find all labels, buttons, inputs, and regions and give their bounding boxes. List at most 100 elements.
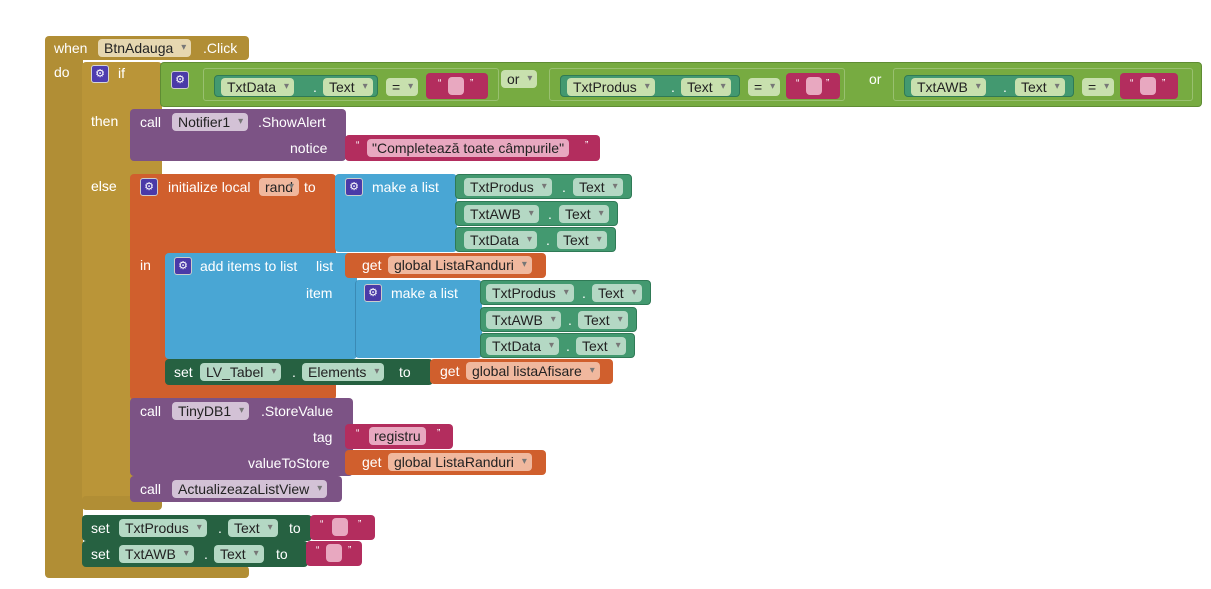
property-dropdown[interactable]: Text: [1015, 78, 1065, 96]
make-list-block[interactable]: ⚙ make a list: [355, 280, 482, 358]
list-label: list: [316, 258, 334, 274]
to-label: to: [276, 546, 288, 562]
component-getter[interactable]: TxtAWB . Text: [904, 75, 1074, 97]
component-dropdown[interactable]: TxtProdus: [486, 284, 574, 302]
text-block[interactable]: “”: [306, 541, 362, 566]
text-block[interactable]: “registru”: [345, 424, 453, 449]
set-txtprodus-block[interactable]: set TxtProdus . Text to: [82, 515, 312, 541]
compare-block[interactable]: TxtData . Text = “”: [203, 68, 499, 101]
text-block[interactable]: “ "Completează toate câmpurile" ”: [345, 135, 600, 161]
property-dropdown[interactable]: Elements: [302, 363, 385, 381]
component-dropdown[interactable]: TxtProdus: [567, 78, 655, 96]
text-value[interactable]: "Completează toate câmpurile": [367, 139, 570, 157]
component-getter[interactable]: TxtAWB.Text: [480, 307, 637, 332]
quote: “: [316, 545, 320, 556]
gear-icon[interactable]: ⚙: [364, 284, 382, 302]
component-dropdown[interactable]: TxtProdus: [119, 519, 207, 537]
procedure-dropdown[interactable]: ActualizeazaListView: [172, 480, 328, 498]
component-getter[interactable]: TxtData.Text: [480, 333, 635, 358]
component-dropdown[interactable]: TxtData: [464, 231, 538, 249]
set-txtawb-block[interactable]: set TxtAWB . Text to: [82, 541, 308, 567]
compare-block[interactable]: TxtProdus . Text = “”: [549, 68, 845, 101]
store-value-block[interactable]: call TinyDB1 .StoreValue tag valueToStor…: [130, 398, 353, 476]
component-dropdown[interactable]: TxtProdus: [464, 178, 552, 196]
variable-name-field[interactable]: rand: [259, 178, 300, 196]
text-value[interactable]: registru: [369, 427, 426, 445]
to-label: to: [289, 520, 301, 536]
property-dropdown[interactable]: Text: [592, 284, 642, 302]
property-dropdown[interactable]: Text: [323, 78, 373, 96]
text-value[interactable]: [332, 518, 348, 536]
text-block[interactable]: “”: [426, 73, 488, 99]
property-dropdown[interactable]: Text: [573, 178, 623, 196]
quote: “: [438, 78, 442, 89]
component-getter[interactable]: TxtProdus . Text: [560, 75, 740, 97]
do-bar: do: [45, 56, 83, 578]
component-dropdown[interactable]: LV_Tabel: [200, 363, 282, 381]
gear-icon[interactable]: ⚙: [171, 71, 189, 89]
component-dropdown[interactable]: TxtData: [486, 337, 560, 355]
call-procedure-block[interactable]: call ActualizeazaListView: [130, 476, 342, 502]
compare-block[interactable]: TxtAWB . Text = “”: [893, 68, 1193, 101]
component-getter[interactable]: TxtProdus.Text: [480, 280, 651, 305]
component-dropdown[interactable]: BtnAdauga: [98, 39, 192, 57]
set-lv-elements-block[interactable]: set LV_Tabel . Elements to: [165, 359, 433, 385]
text-value[interactable]: [448, 77, 464, 95]
component-getter[interactable]: TxtAWB.Text: [455, 201, 618, 226]
property-dropdown[interactable]: Text: [576, 337, 626, 355]
gear-icon[interactable]: ⚙: [345, 178, 363, 196]
component-dropdown[interactable]: TxtAWB: [119, 545, 194, 563]
property-dropdown[interactable]: Text: [214, 545, 264, 563]
component-dropdown[interactable]: TxtAWB: [486, 311, 561, 329]
method-label: .StoreValue: [261, 403, 334, 419]
make-list-block[interactable]: ⚙ make a list: [335, 174, 457, 252]
property-dropdown[interactable]: Text: [557, 231, 607, 249]
value-to-store-label: valueToStore: [248, 455, 330, 471]
component-dropdown[interactable]: TxtAWB: [911, 78, 986, 96]
property-dropdown[interactable]: Text: [559, 205, 609, 223]
property-dropdown[interactable]: Text: [681, 78, 731, 96]
text-block[interactable]: “”: [1120, 73, 1178, 99]
do-label: do: [54, 64, 70, 80]
gear-icon[interactable]: ⚙: [91, 65, 109, 83]
component-dropdown[interactable]: TxtData: [221, 78, 295, 96]
text-block[interactable]: “”: [310, 515, 375, 540]
equals-dropdown[interactable]: =: [386, 78, 419, 96]
gear-icon[interactable]: ⚙: [174, 257, 192, 275]
component-dropdown[interactable]: TinyDB1: [172, 402, 250, 420]
call-label: call: [140, 403, 162, 419]
tag-label: tag: [313, 429, 333, 445]
equals-dropdown[interactable]: =: [748, 78, 781, 96]
or-block[interactable]: ⚙ TxtData . Text = “” or TxtProdus . Tex…: [160, 62, 1202, 107]
gear-icon[interactable]: ⚙: [140, 178, 158, 196]
call-label: call: [140, 114, 162, 130]
set-label: set: [91, 546, 110, 562]
variable-dropdown[interactable]: global ListaRanduri: [388, 453, 532, 471]
property-dropdown[interactable]: Text: [578, 311, 628, 329]
component-getter[interactable]: TxtData . Text: [214, 75, 378, 97]
component-dropdown[interactable]: TxtAWB: [464, 205, 539, 223]
property-dropdown[interactable]: Text: [228, 519, 278, 537]
quote: ”: [1162, 78, 1166, 89]
component-getter[interactable]: TxtProdus.Text: [455, 174, 632, 199]
get-label: get: [440, 363, 460, 379]
set-label: set: [91, 520, 110, 536]
quote: ”: [437, 428, 441, 439]
equals-dropdown[interactable]: =: [1082, 78, 1115, 96]
text-value[interactable]: [326, 544, 342, 562]
or-dropdown[interactable]: or: [501, 70, 538, 88]
component-dropdown[interactable]: Notifier1: [172, 113, 249, 131]
text-value[interactable]: [1140, 77, 1156, 95]
make-list-label: make a list: [372, 179, 439, 195]
get-variable-block[interactable]: get global listaAfisare: [430, 359, 613, 384]
show-alert-block[interactable]: call Notifier1 .ShowAlert notice: [130, 109, 346, 161]
variable-dropdown[interactable]: global listaAfisare: [466, 362, 600, 380]
variable-dropdown[interactable]: global ListaRanduri: [388, 256, 532, 274]
component-getter[interactable]: TxtData.Text: [455, 227, 616, 252]
then-label: then: [91, 113, 119, 129]
text-value[interactable]: [806, 77, 822, 95]
add-items-to-list-block[interactable]: ⚙ add items to list list item: [165, 253, 357, 359]
text-block[interactable]: “”: [786, 73, 840, 99]
